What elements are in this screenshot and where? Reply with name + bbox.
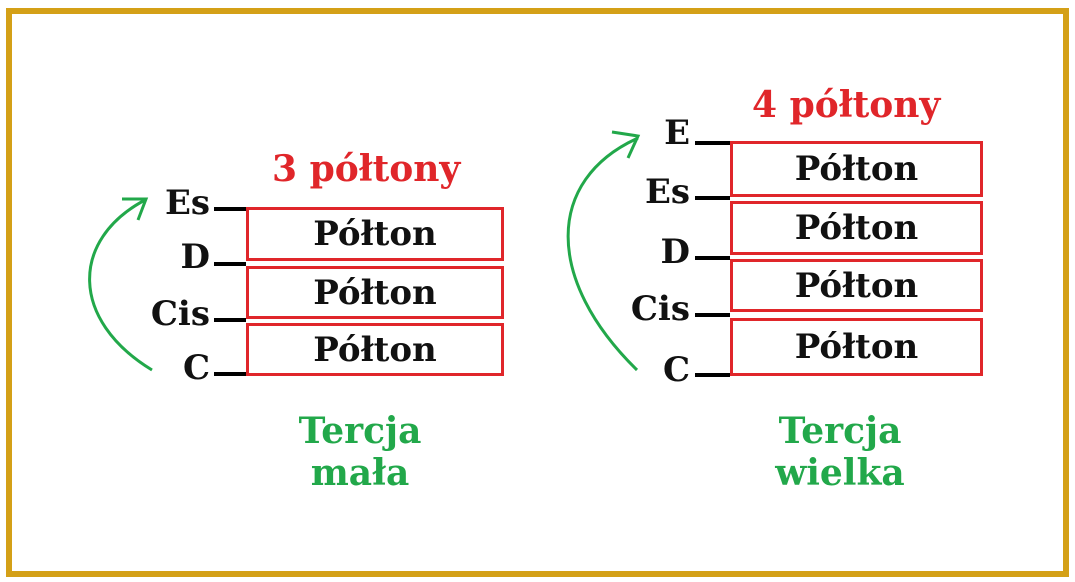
tick-cis (214, 318, 246, 322)
major-third-arrowhead-icon (611, 130, 641, 159)
note-d: D (660, 232, 690, 272)
semitone-box: Półton (730, 318, 983, 376)
tick-es (695, 196, 730, 200)
tick-cis (695, 313, 730, 317)
semitone-box: Półton (730, 259, 983, 312)
caption-line: Tercja (778, 410, 902, 452)
semitone-box: Półton (246, 323, 504, 376)
major-third-heading: 4 półtony (752, 84, 941, 126)
minor-third-arrow-icon (88, 198, 153, 372)
semitone-box: Półton (730, 141, 983, 197)
semitone-box: Półton (246, 207, 504, 261)
note-c: C (662, 350, 690, 390)
tick-es (214, 207, 246, 211)
tick-c (695, 373, 730, 377)
note-cis: Cis (630, 289, 690, 329)
major-third-caption: Tercja wielka (750, 410, 930, 494)
note-es: Es (644, 172, 690, 212)
note-d: D (180, 237, 210, 277)
tick-d (214, 262, 246, 266)
minor-third-caption: Tercja mała (270, 410, 450, 494)
tick-d (695, 256, 730, 260)
caption-line: wielka (775, 452, 905, 494)
diagram-frame (6, 8, 1069, 577)
minor-third-heading: 3 półtony (272, 148, 461, 190)
note-es: Es (164, 183, 210, 223)
caption-line: Tercja (298, 410, 422, 452)
note-c: C (182, 348, 210, 388)
major-third-arrow-icon (566, 136, 639, 372)
minor-third-arrowhead-icon (122, 197, 149, 221)
semitone-box: Półton (730, 201, 983, 255)
semitone-box: Półton (246, 266, 504, 319)
caption-line: mała (310, 452, 410, 494)
tick-e (695, 141, 730, 145)
note-e: E (664, 113, 690, 153)
note-cis: Cis (150, 294, 210, 334)
tick-c (214, 372, 246, 376)
